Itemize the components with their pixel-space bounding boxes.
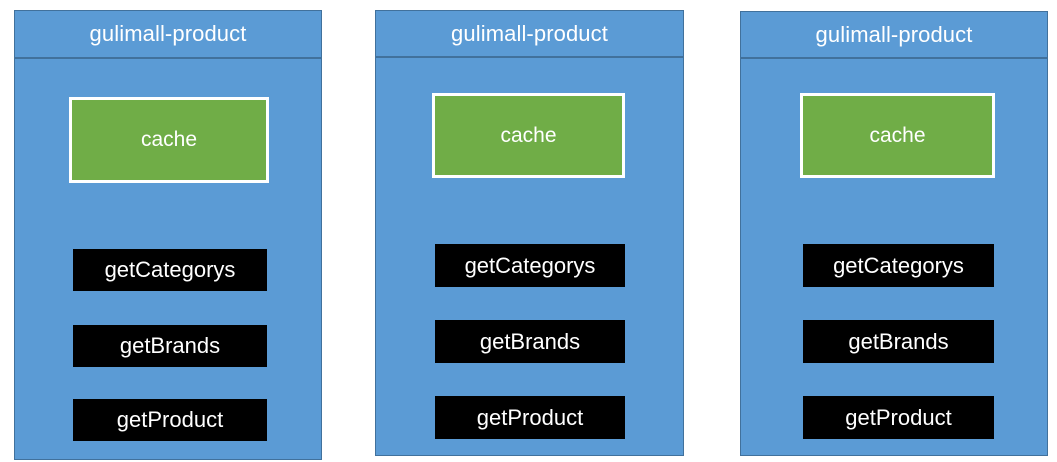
panel-body-3: cache getCategorys getBrands getProduct xyxy=(741,59,1047,455)
method-box-getbrands-2: getBrands xyxy=(435,320,625,363)
service-panel-1: gulimall-product cache getCategorys getB… xyxy=(14,10,322,460)
service-panel-2: gulimall-product cache getCategorys getB… xyxy=(375,10,684,456)
panel-title-1: gulimall-product xyxy=(15,11,321,59)
panel-body-1: cache getCategorys getBrands getProduct xyxy=(15,59,321,459)
panel-body-2: cache getCategorys getBrands getProduct xyxy=(376,58,683,455)
cache-box-1: cache xyxy=(69,97,269,183)
method-box-getproduct-2: getProduct xyxy=(435,396,625,439)
method-box-getcategorys-2: getCategorys xyxy=(435,244,625,287)
cache-box-2: cache xyxy=(432,93,625,178)
method-box-getproduct-3: getProduct xyxy=(803,396,994,439)
method-box-getcategorys-3: getCategorys xyxy=(803,244,994,287)
panel-title-3: gulimall-product xyxy=(741,12,1047,59)
method-box-getcategorys-1: getCategorys xyxy=(73,249,267,291)
panel-title-2: gulimall-product xyxy=(376,11,683,58)
method-box-getbrands-3: getBrands xyxy=(803,320,994,363)
service-panel-3: gulimall-product cache getCategorys getB… xyxy=(740,11,1048,456)
cache-box-3: cache xyxy=(800,93,995,178)
method-box-getbrands-1: getBrands xyxy=(73,325,267,367)
method-box-getproduct-1: getProduct xyxy=(73,399,267,441)
